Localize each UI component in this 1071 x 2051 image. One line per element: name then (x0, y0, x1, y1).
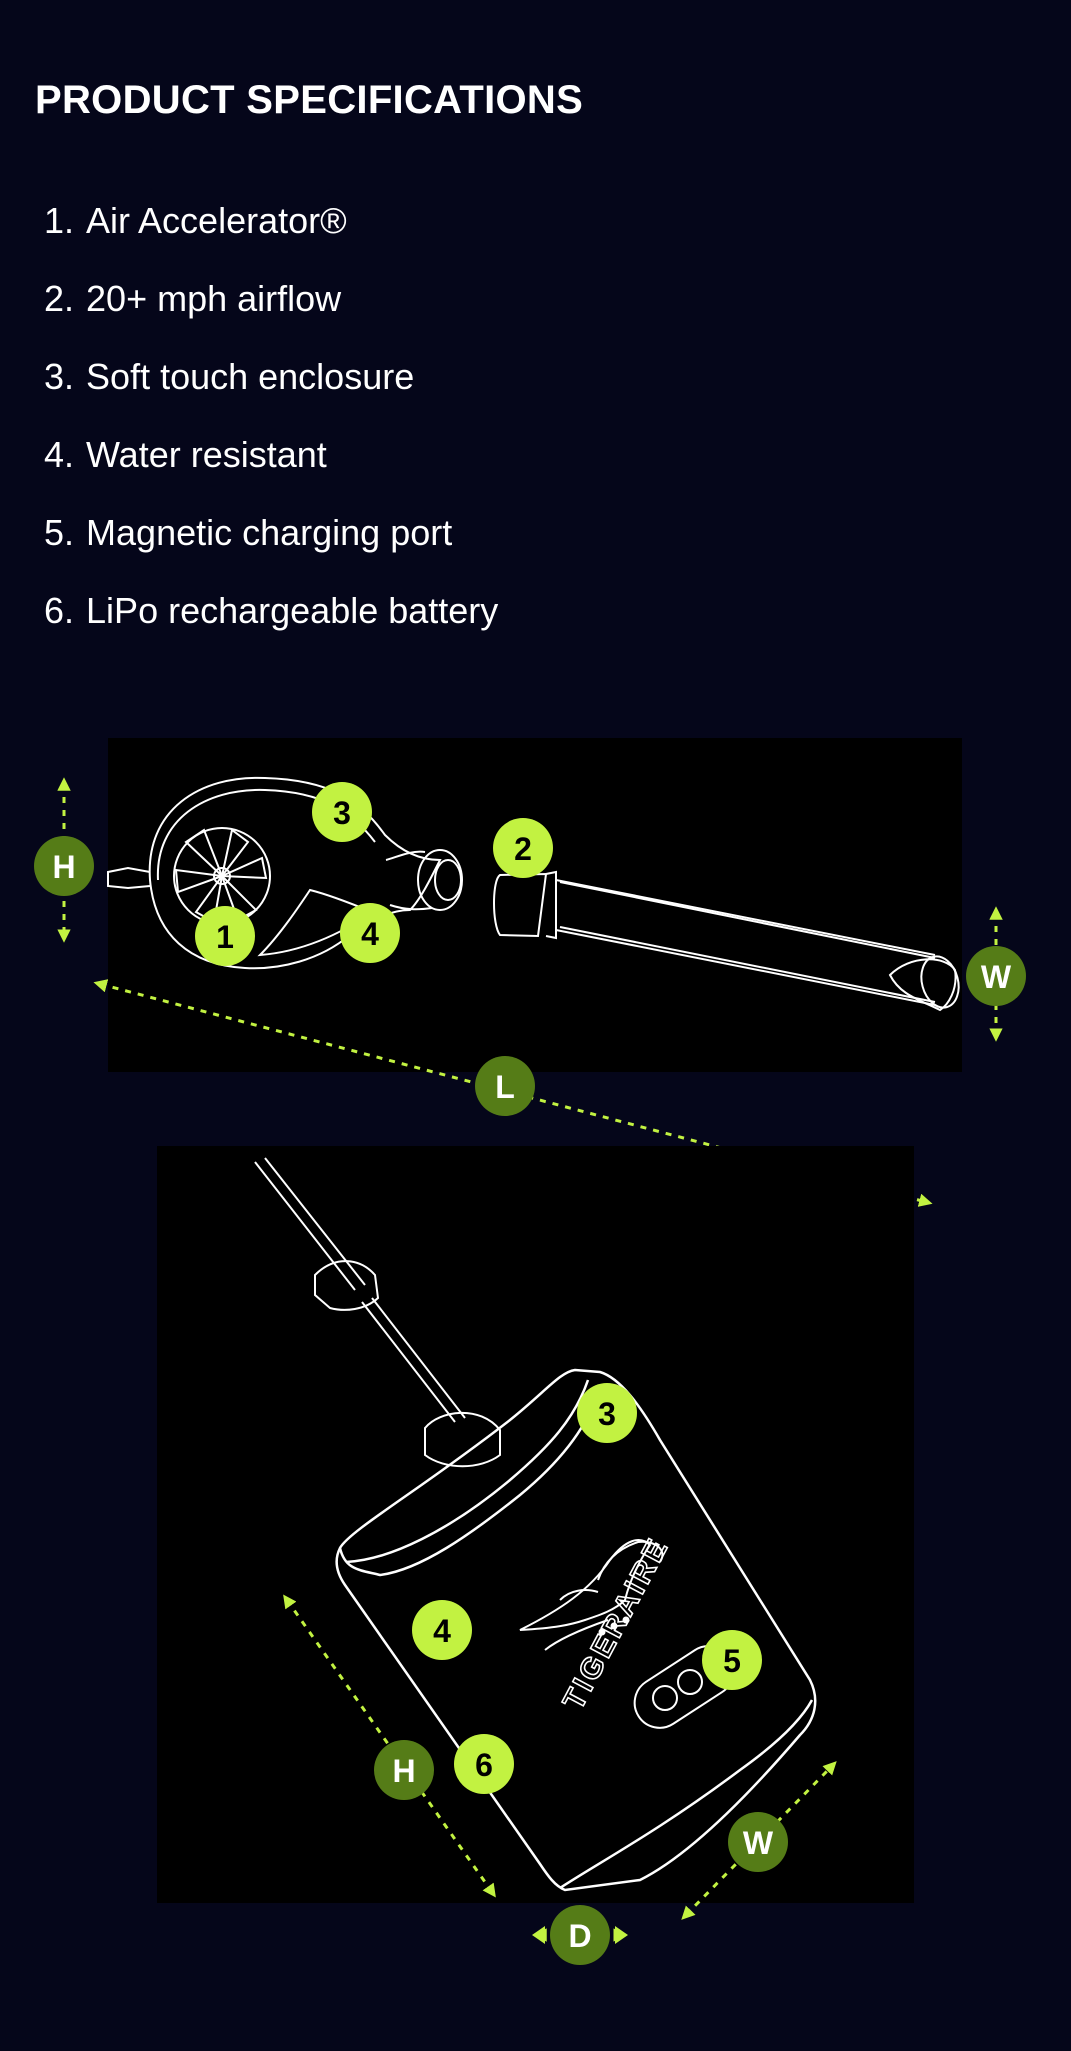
bottom-callout-6: 6 (454, 1734, 514, 1794)
bottom-height-badge-label: H (392, 1753, 415, 1789)
top-view-panel (108, 738, 962, 1072)
spec-list: 1. Air Accelerator® 2. 20+ mph airflow 3. S… (44, 182, 498, 650)
depth-arrow-left (532, 1926, 545, 1944)
top-width-badge: W (966, 946, 1026, 1006)
spec-item-1: 1. Air Accelerator® (44, 182, 498, 260)
bottom-callout-5: 5 (702, 1630, 762, 1690)
spec-label: LiPo rechargeable battery (86, 590, 499, 631)
spec-item-5: 5. Magnetic charging port (44, 494, 498, 572)
spec-number: 1. (44, 200, 75, 241)
spec-item-4: 4. Water resistant (44, 416, 498, 494)
spec-label: 20+ mph airflow (86, 278, 342, 319)
device-body (335, 1368, 817, 1892)
spec-item-2: 2. 20+ mph airflow (44, 260, 498, 338)
bottom-callout-4: 4 (412, 1600, 472, 1660)
bottom-callout-5-label: 5 (723, 1643, 741, 1679)
bottom-width-badge: W (728, 1812, 788, 1872)
top-callout-2: 2 (493, 818, 553, 878)
spec-label: Magnetic charging port (86, 512, 453, 553)
brand-logo-text: TIGERAIRE (557, 1532, 676, 1716)
bottom-callout-3-label: 3 (598, 1396, 616, 1432)
bottom-callout-4-label: 4 (433, 1613, 451, 1649)
spec-label: Soft touch enclosure (86, 356, 415, 397)
fan-wheel (173, 827, 271, 925)
length-dimension-line (93, 979, 933, 1207)
spec-label: Air Accelerator® (86, 200, 347, 241)
page-title: PRODUCT SPECIFICATIONS (35, 78, 584, 122)
blower-body (107, 776, 463, 970)
bottom-height-badge: H (374, 1740, 434, 1800)
spec-number: 2. (44, 278, 75, 319)
depth-badge-label: D (568, 1918, 591, 1954)
spec-label: Water resistant (86, 434, 327, 475)
spec-number: 5. (44, 512, 75, 553)
spec-number: 3. (44, 356, 75, 397)
charging-port (633, 1645, 735, 1729)
top-callout-1-label: 1 (216, 919, 234, 955)
depth-badge: D (550, 1905, 610, 1965)
bottom-callout-6-label: 6 (475, 1747, 493, 1783)
bottom-width-badge-label: W (743, 1825, 774, 1861)
top-callout-3-label: 3 (333, 795, 351, 831)
tigeraire-logo: TIGERAIRE (519, 1531, 676, 1716)
length-badge-label: L (495, 1069, 515, 1105)
spec-number: 6. (44, 590, 75, 631)
attachment-tube (493, 870, 960, 1012)
bottom-view-panel (157, 1146, 914, 1903)
length-badge: L (475, 1056, 535, 1116)
spec-item-3: 3. Soft touch enclosure (44, 338, 498, 416)
bottom-height-dimension-line (283, 1594, 496, 1898)
charging-cord (254, 1157, 501, 1468)
top-height-badge-label: H (52, 849, 75, 885)
depth-arrow-right (615, 1926, 628, 1944)
spec-item-6: 6. LiPo rechargeable battery (44, 572, 498, 650)
top-callout-2-label: 2 (514, 831, 532, 867)
top-callout-1: 1 (195, 906, 255, 966)
spec-number: 4. (44, 434, 75, 475)
top-callout-3: 3 (312, 782, 372, 842)
bottom-width-dimension-line (681, 1761, 837, 1920)
top-callout-4-label: 4 (361, 916, 379, 952)
top-height-badge: H (34, 836, 94, 896)
top-callout-4: 4 (340, 903, 400, 963)
top-width-badge-label: W (981, 959, 1012, 995)
bottom-callout-3: 3 (577, 1383, 637, 1443)
